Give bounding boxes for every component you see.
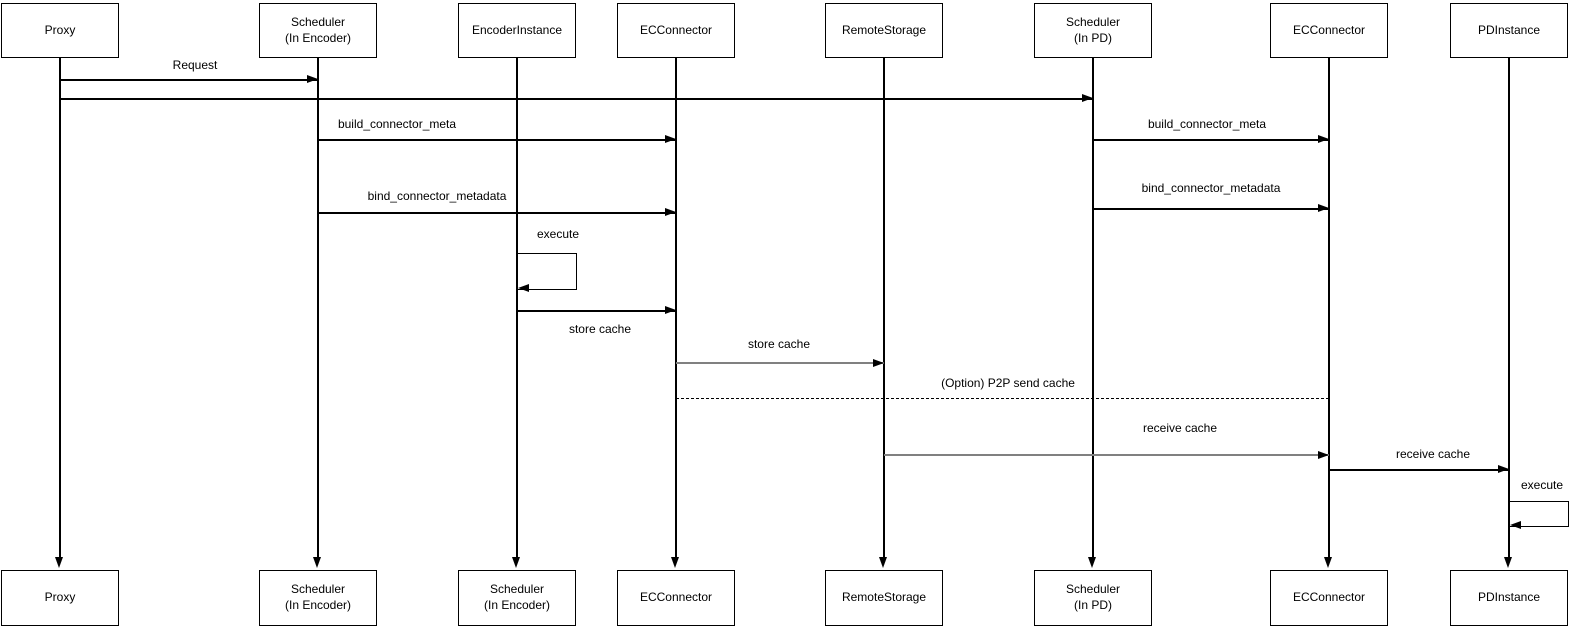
participant-encoder-instance-bottom: Scheduler (In Encoder) [458, 570, 576, 626]
msg-build-meta-pd-line [1093, 139, 1329, 141]
msg-forward-request-arrowhead-icon [1082, 94, 1093, 102]
msg-execute-pd-arrowhead-icon [1510, 521, 1521, 529]
msg-store-cache-2-line [676, 362, 884, 364]
msg-receive-cache-1-label: receive cache [1142, 421, 1218, 435]
participant-ec-connector-pd-bottom: ECConnector [1270, 570, 1388, 626]
participant-scheduler-in-encoder-top: Scheduler (In Encoder) [259, 3, 377, 58]
participant-ec-connector-encoder-bottom: ECConnector [617, 570, 735, 626]
msg-store-cache-1-line [517, 310, 676, 312]
lifeline-ec-connector-encoder-arrowhead-icon [671, 557, 679, 568]
msg-receive-cache-2-arrowhead-icon [1498, 465, 1509, 473]
lifeline-pd-instance-arrowhead-icon [1504, 557, 1512, 568]
lifeline-remote-storage [883, 58, 885, 558]
msg-forward-request-line [60, 98, 1093, 100]
participant-scheduler-in-encoder-bottom: Scheduler (In Encoder) [259, 570, 377, 626]
msg-bind-meta-encoder-line [318, 212, 676, 214]
msg-request-label: Request [172, 58, 218, 72]
msg-bind-meta-encoder-arrowhead-icon [665, 208, 676, 216]
msg-receive-cache-2-line [1329, 469, 1509, 471]
lifeline-remote-storage-arrowhead-icon [879, 557, 887, 568]
msg-build-meta-encoder-arrowhead-icon [665, 135, 676, 143]
msg-p2p-send-cache-line [676, 398, 1329, 399]
msg-store-cache-2-label: store cache [747, 337, 811, 351]
msg-execute-encoder-label: execute [537, 227, 580, 241]
msg-store-cache-1-label: store cache [568, 322, 632, 336]
msg-bind-meta-encoder-label: bind_connector_metadata [367, 189, 507, 203]
msg-execute-pd-label: execute [1521, 478, 1564, 492]
msg-bind-meta-pd-line [1093, 208, 1329, 210]
participant-remote-storage-bottom: RemoteStorage [825, 570, 943, 626]
msg-receive-cache-2-label: receive cache [1395, 447, 1471, 461]
participant-remote-storage-top: RemoteStorage [825, 3, 943, 58]
participant-encoder-instance-top: EncoderInstance [458, 3, 576, 58]
msg-execute-pd-loop [1509, 501, 1569, 527]
lifeline-scheduler-in-encoder [317, 58, 319, 558]
participant-scheduler-in-pd-bottom: Scheduler (In PD) [1034, 570, 1152, 626]
lifeline-ec-connector-pd [1328, 58, 1330, 558]
participant-pd-instance-bottom: PDInstance [1450, 570, 1568, 626]
participant-ec-connector-pd-top: ECConnector [1270, 3, 1388, 58]
msg-request-line [60, 79, 318, 81]
participant-pd-instance-top: PDInstance [1450, 3, 1568, 58]
msg-build-meta-encoder-line [318, 139, 676, 141]
msg-execute-encoder-loop [517, 253, 577, 290]
msg-execute-encoder-arrowhead-icon [518, 284, 529, 292]
lifeline-scheduler-in-pd [1092, 58, 1094, 558]
msg-receive-cache-1-arrowhead-icon [1318, 451, 1329, 459]
participant-proxy-bottom: Proxy [1, 570, 119, 626]
msg-p2p-send-cache-label: (Option) P2P send cache [941, 376, 1075, 390]
participant-scheduler-in-pd-top: Scheduler (In PD) [1034, 3, 1152, 58]
msg-bind-meta-pd-arrowhead-icon [1318, 204, 1329, 212]
msg-build-meta-pd-arrowhead-icon [1318, 135, 1329, 143]
lifeline-ec-connector-pd-arrowhead-icon [1324, 557, 1332, 568]
msg-build-meta-encoder-label: build_connector_meta [337, 117, 457, 131]
participant-proxy-top: Proxy [1, 3, 119, 58]
msg-bind-meta-pd-label: bind_connector_metadata [1141, 181, 1281, 195]
lifeline-proxy-arrowhead-icon [55, 557, 63, 568]
lifeline-encoder-instance-arrowhead-icon [512, 557, 520, 568]
msg-build-meta-pd-label: build_connector_meta [1147, 117, 1267, 131]
lifeline-scheduler-in-encoder-arrowhead-icon [313, 557, 321, 568]
msg-request-arrowhead-icon [307, 75, 318, 83]
msg-receive-cache-1-line [884, 454, 1329, 456]
lifeline-pd-instance [1508, 58, 1510, 558]
msg-store-cache-1-arrowhead-icon [665, 306, 676, 314]
lifeline-proxy [59, 58, 61, 558]
participant-ec-connector-encoder-top: ECConnector [617, 3, 735, 58]
lifeline-scheduler-in-pd-arrowhead-icon [1088, 557, 1096, 568]
lifeline-encoder-instance [516, 58, 518, 558]
msg-store-cache-2-arrowhead-icon [873, 359, 884, 367]
